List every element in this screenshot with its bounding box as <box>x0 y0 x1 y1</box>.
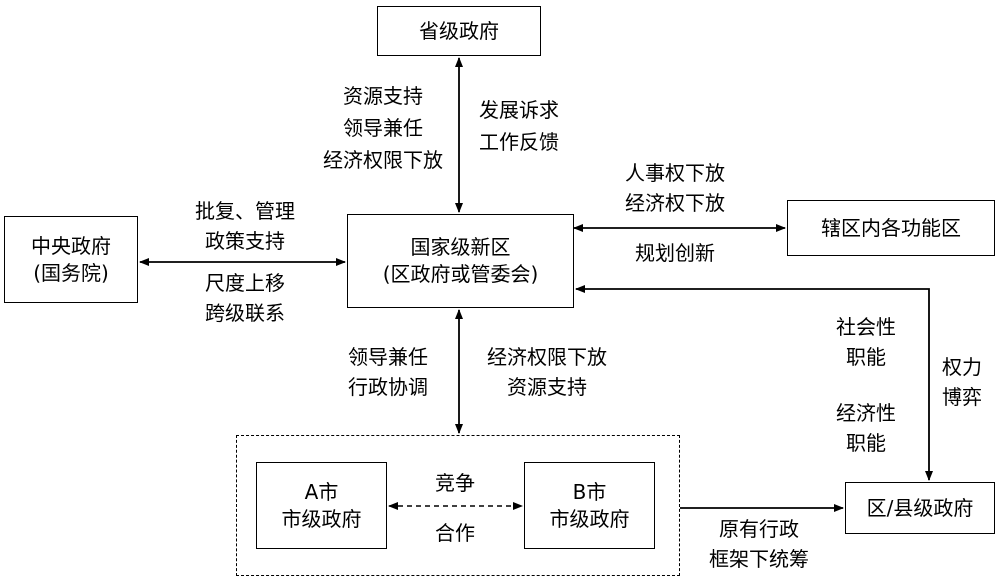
national-new-area-box: 国家级新区 (区政府或管委会) <box>347 214 574 308</box>
label-functional-bottom: 规划创新 <box>635 241 715 265</box>
city-a-label-1: A市 <box>304 479 339 504</box>
functional-zones-box: 辖区内各功能区 <box>787 200 995 256</box>
district-government-label: 区/县级政府 <box>866 495 974 520</box>
label-central-top: 批复、管理 政策支持 <box>195 199 295 253</box>
provincial-government-label: 省级政府 <box>419 18 499 43</box>
label-city-right: 经济权限下放 资源支持 <box>487 345 607 399</box>
label-provincial-down: 资源支持 领导兼任 经济权限下放 <box>323 84 443 172</box>
label-provincial-up: 发展诉求 工作反馈 <box>479 98 559 154</box>
cities-group-frame <box>236 435 680 576</box>
label-economic-function: 经济性 职能 <box>836 401 896 455</box>
central-government-box: 中央政府 (国务院) <box>4 216 138 303</box>
city-b-box: B市 市级政府 <box>524 462 655 549</box>
provincial-government-box: 省级政府 <box>377 6 541 56</box>
label-power-game: 权力 博弈 <box>942 355 982 409</box>
label-functional-top: 人事权下放 经济权下放 <box>625 161 725 215</box>
label-city-left: 领导兼任 行政协调 <box>348 345 428 399</box>
city-a-box: A市 市级政府 <box>256 462 387 549</box>
label-compete: 竞争 <box>435 471 475 495</box>
functional-zones-label: 辖区内各功能区 <box>821 215 961 240</box>
national-new-area-label-1: 国家级新区 <box>410 235 511 259</box>
city-a-label-2: 市级政府 <box>281 506 362 531</box>
label-cooperate: 合作 <box>435 521 475 545</box>
district-government-box: 区/县级政府 <box>845 482 995 534</box>
central-government-label-2: (国务院) <box>33 260 109 285</box>
city-b-label-1: B市 <box>572 479 607 504</box>
label-central-bottom: 尺度上移 跨级联系 <box>205 271 285 325</box>
city-b-label-2: 市级政府 <box>549 506 630 531</box>
label-framework: 原有行政 框架下统筹 <box>709 517 809 571</box>
label-social-function: 社会性 职能 <box>836 315 896 369</box>
arrow-power-game <box>575 285 933 481</box>
central-government-label-1: 中央政府 <box>31 233 111 258</box>
national-new-area-label-2: (区政府或管委会) <box>382 262 539 286</box>
